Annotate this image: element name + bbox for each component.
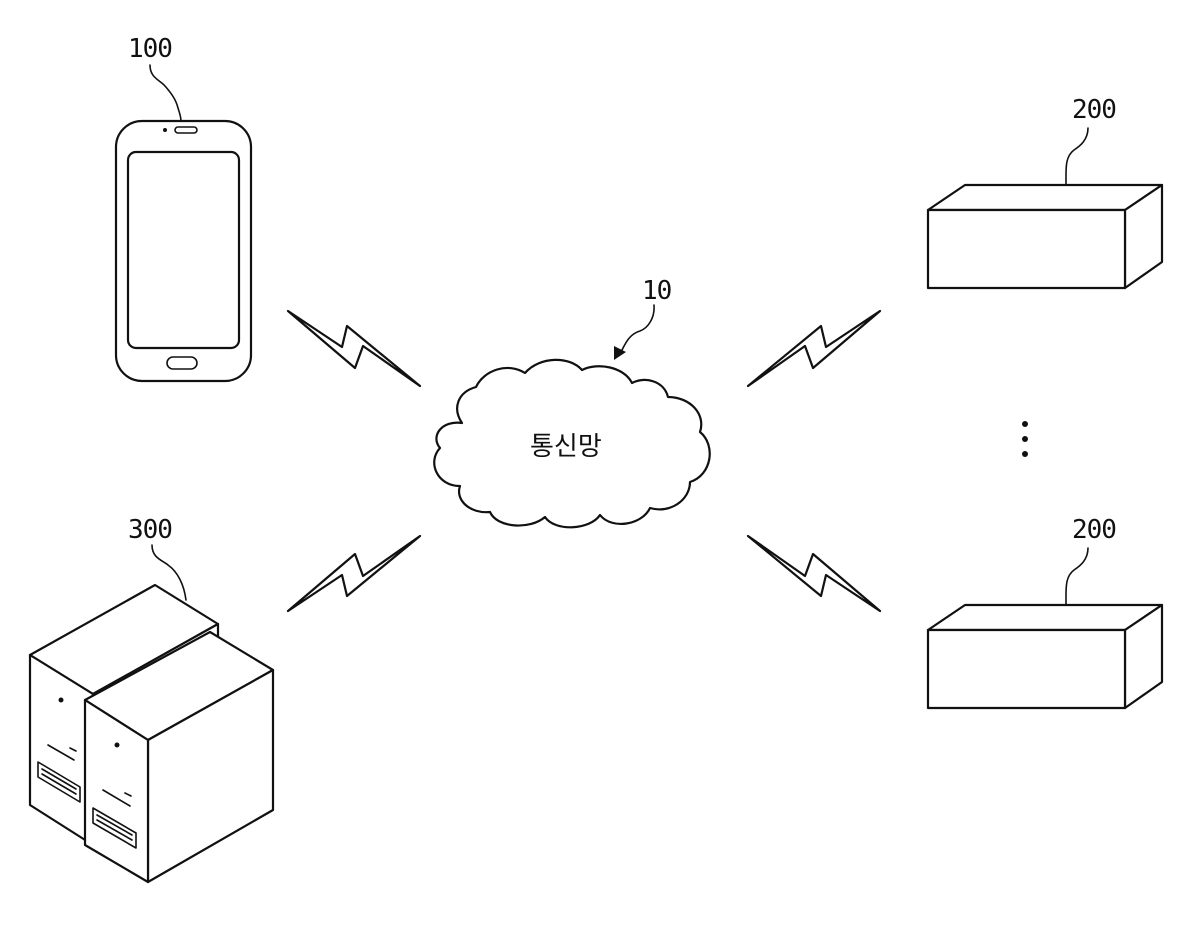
network-label: 통신망 (530, 432, 602, 462)
device-bottom-leader-line (1066, 548, 1088, 605)
network-cloud: 통신망 (434, 360, 709, 527)
device-box-top (928, 185, 1162, 288)
wireless-link-device-top (748, 311, 880, 386)
wireless-link-device-bottom (748, 536, 880, 611)
network-leader-arrow (614, 346, 626, 360)
device-bottom-ref: 200 (1072, 515, 1116, 545)
smartphone-ref: 100 (128, 34, 172, 64)
network-leader-line (622, 305, 654, 350)
network-ref: 10 (642, 276, 671, 306)
wireless-link-server (288, 536, 420, 611)
server-ref: 300 (128, 515, 172, 545)
smartphone-leader-line (150, 65, 181, 121)
server-cabinets (30, 585, 273, 882)
device-box-bottom (928, 605, 1162, 708)
device-top-leader-line (1066, 128, 1088, 185)
wireless-link-smartphone (288, 311, 420, 386)
device-top-ref: 200 (1072, 95, 1116, 125)
smartphone (116, 121, 251, 381)
ellipsis-icon (1022, 421, 1028, 457)
